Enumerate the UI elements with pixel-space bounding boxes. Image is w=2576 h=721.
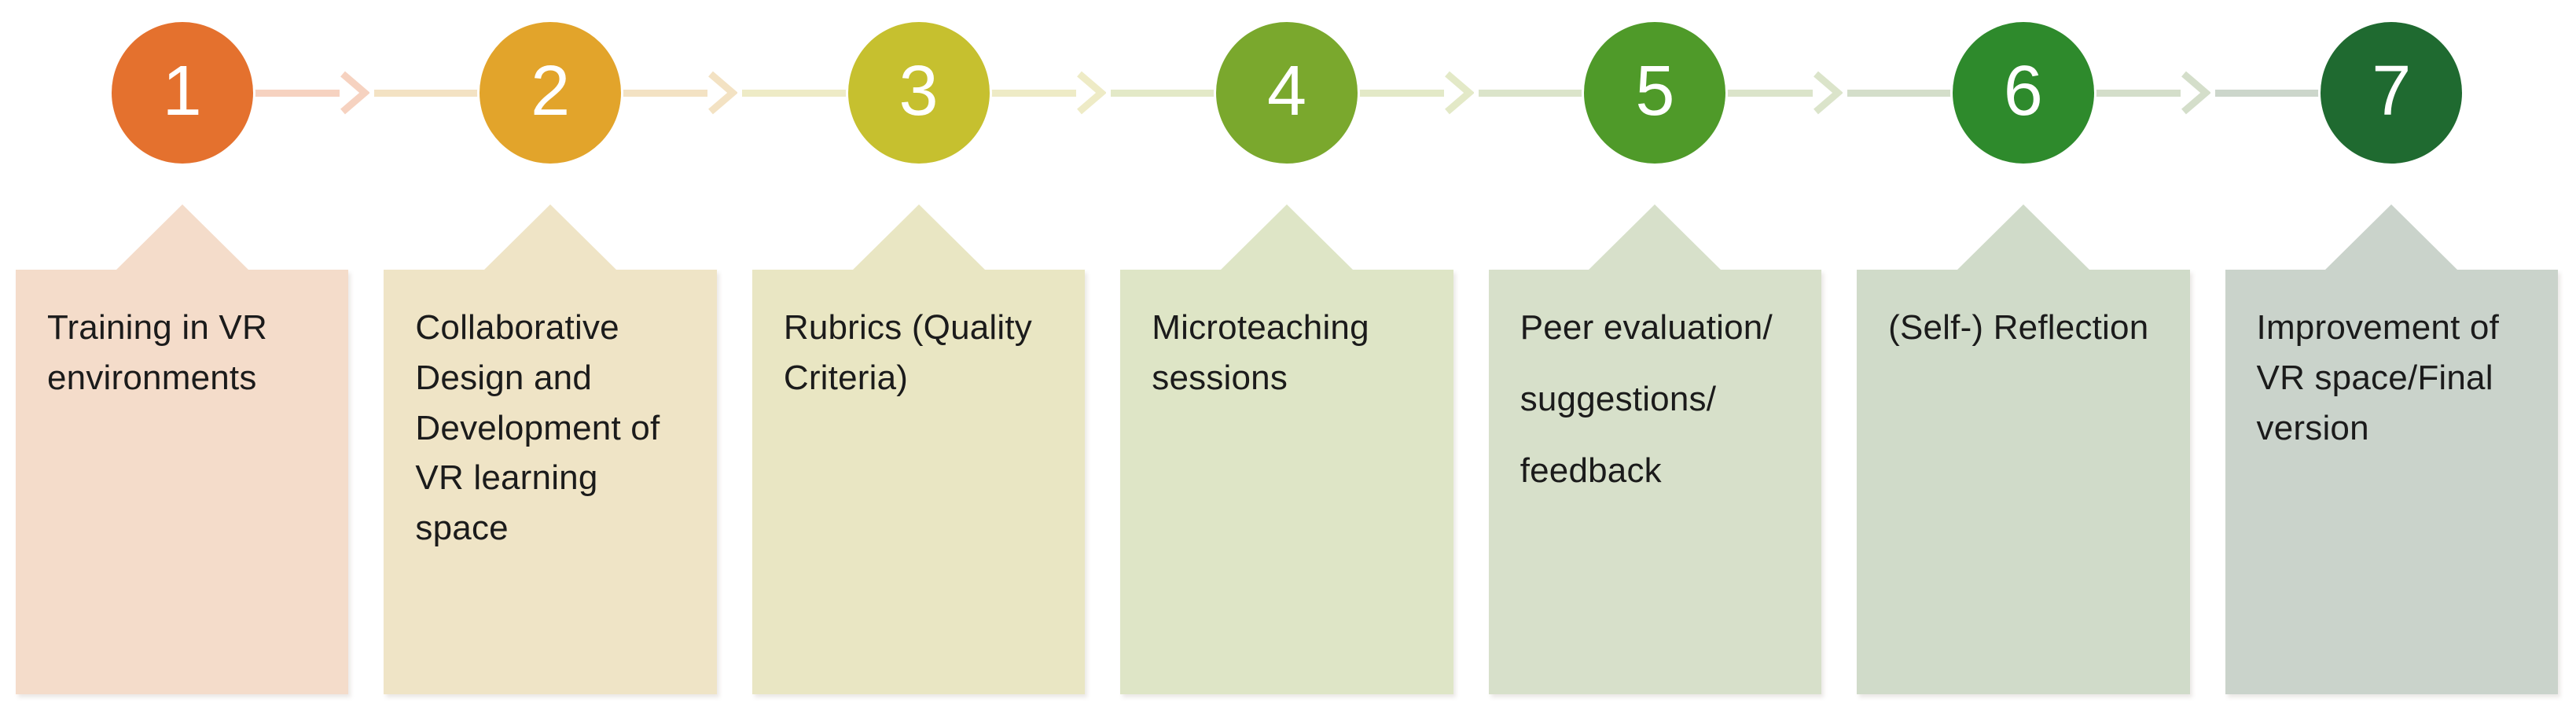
step-4-circle: 4 bbox=[1215, 22, 1358, 164]
connector-5-6 bbox=[1725, 71, 1953, 115]
process-step-3: 3 Rubrics (Quality Criteria) bbox=[751, 0, 1216, 721]
step-4-label: Microteaching sessions bbox=[1152, 308, 1369, 397]
connector-1-2 bbox=[252, 71, 480, 115]
process-step-6: 6 (Self-) Reflection bbox=[1857, 0, 2321, 721]
step-5-label: suggestions/ bbox=[1520, 379, 1717, 418]
process-step-2: 2 Collaborative Design and Development o… bbox=[384, 0, 848, 721]
step-5-label: Peer evaluation/ bbox=[1520, 308, 1773, 347]
connector-line bbox=[742, 90, 848, 97]
connector-2-3 bbox=[621, 71, 848, 115]
step-4-number: 4 bbox=[1266, 52, 1306, 131]
step-6-box: (Self-) Reflection bbox=[1857, 270, 2190, 694]
pointer-triangle bbox=[2325, 204, 2458, 270]
step-7-label: Improvement of VR space/Final version bbox=[2256, 308, 2500, 447]
chevron-right-icon bbox=[340, 71, 369, 115]
connector-line bbox=[373, 90, 480, 97]
process-step-5: 5 Peer evaluation/ suggestions/ feedback bbox=[1488, 0, 1953, 721]
connector-line bbox=[252, 90, 340, 97]
pointer-triangle bbox=[1957, 204, 2089, 270]
step-5-box: Peer evaluation/ suggestions/ feedback bbox=[1488, 270, 1822, 694]
connector-line bbox=[1357, 90, 1445, 97]
chevron-right-icon bbox=[2181, 71, 2211, 115]
step-7-circle: 7 bbox=[2321, 22, 2463, 164]
process-step-7: 7 Improvement of VR space/Final version bbox=[2225, 0, 2558, 721]
pointer-triangle bbox=[852, 204, 985, 270]
pointer-triangle bbox=[484, 204, 617, 270]
connector-line bbox=[1725, 90, 1813, 97]
process-step-1: 1 Training in VR environments bbox=[16, 0, 480, 721]
step-4-box: Microteaching sessions bbox=[1120, 270, 1453, 694]
pointer-triangle bbox=[116, 204, 248, 270]
connector-line bbox=[2093, 90, 2181, 97]
connector-6-7 bbox=[2093, 71, 2321, 115]
step-3-label: Rubrics (Quality Criteria) bbox=[783, 308, 1033, 397]
chevron-right-icon bbox=[1813, 71, 1843, 115]
step-6-number: 6 bbox=[2003, 52, 2043, 131]
connector-line bbox=[621, 90, 708, 97]
step-1-box: Training in VR environments bbox=[16, 270, 349, 694]
connector-line bbox=[1847, 90, 1953, 97]
connector-3-4 bbox=[989, 71, 1216, 115]
step-5-number: 5 bbox=[1635, 52, 1675, 131]
step-1-circle: 1 bbox=[111, 22, 253, 164]
pointer-triangle bbox=[1589, 204, 1722, 270]
step-2-number: 2 bbox=[531, 52, 571, 131]
step-6-label: (Self-) Reflection bbox=[1888, 308, 2149, 347]
step-5-label: feedback bbox=[1520, 451, 1662, 490]
connector-4-5 bbox=[1357, 71, 1585, 115]
step-2-box: Collaborative Design and Development of … bbox=[384, 270, 717, 694]
chevron-right-icon bbox=[1445, 71, 1475, 115]
step-2-circle: 2 bbox=[480, 22, 622, 164]
step-3-number: 3 bbox=[898, 52, 939, 131]
step-6-circle: 6 bbox=[1952, 22, 2094, 164]
process-step-4: 4 Microteaching sessions bbox=[1120, 0, 1585, 721]
step-5-circle: 5 bbox=[1584, 22, 1726, 164]
connector-line bbox=[2215, 90, 2321, 97]
step-1-label: Training in VR environments bbox=[47, 308, 267, 397]
connector-line bbox=[989, 90, 1076, 97]
chevron-right-icon bbox=[708, 71, 738, 115]
chevron-right-icon bbox=[1076, 71, 1106, 115]
step-3-box: Rubrics (Quality Criteria) bbox=[751, 270, 1086, 694]
connector-line bbox=[1479, 90, 1585, 97]
step-7-number: 7 bbox=[2372, 52, 2412, 131]
step-7-box: Improvement of VR space/Final version bbox=[2225, 270, 2558, 694]
step-1-number: 1 bbox=[162, 52, 202, 131]
step-3-circle: 3 bbox=[847, 22, 990, 164]
pointer-triangle bbox=[1220, 204, 1353, 270]
connector-line bbox=[1110, 90, 1216, 97]
step-2-label: Collaborative Design and Development of … bbox=[415, 308, 660, 548]
